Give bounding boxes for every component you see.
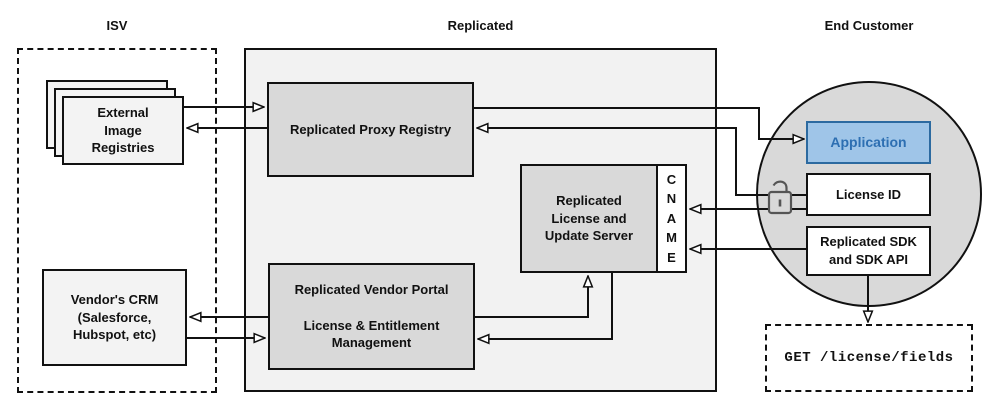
node-label-line: Replicated [556, 193, 622, 209]
node-label-line: License ID [835, 186, 902, 202]
edge-license-id-to-proxy [477, 128, 768, 196]
cname-letter: A [666, 210, 677, 226]
cname-letter: E [667, 249, 676, 265]
node-external-image-registries: External Image Registries [62, 96, 184, 165]
node-label-line: Registries [91, 140, 155, 156]
node-replicated-proxy-registry: Replicated Proxy Registry [267, 82, 474, 177]
section-label-end-customer: End Customer [824, 18, 914, 33]
cname-letter: C [666, 171, 677, 187]
node-license-id: License ID [806, 173, 931, 216]
node-label-line: Replicated Proxy Registry [289, 121, 452, 137]
node-label-line: External [97, 105, 149, 121]
node-label-line: (Salesforce, [77, 309, 152, 325]
node-label-line: Update Server [544, 228, 634, 244]
section-label-isv: ISV [106, 18, 128, 33]
node-label-line: Management [331, 335, 412, 351]
node-label-line: License & Entitlement [303, 317, 440, 333]
node-replicated-sdk: Replicated SDK and SDK API [806, 226, 931, 276]
get-license-fields-box: GET /license/fields [765, 324, 973, 392]
get-license-fields-label: GET /license/fields [784, 350, 954, 366]
node-replicated-vendor-portal: Replicated Vendor Portal License & Entit… [268, 263, 475, 370]
edge-update-server-to-portal [478, 273, 613, 339]
node-vendors-crm: Vendor's CRM (Salesforce, Hubspot, etc) [42, 269, 187, 366]
node-cname-strip: C N A M E [656, 164, 687, 273]
cname-letter: M [666, 230, 677, 246]
node-label-line: Replicated Vendor Portal [294, 282, 449, 298]
node-label-line: Application [830, 134, 907, 151]
node-application: Application [806, 121, 931, 164]
section-label-replicated: Replicated [447, 18, 514, 33]
node-label-line: License and [551, 210, 627, 226]
node-label-line: Hubspot, etc) [72, 327, 157, 343]
isv-boundary-box [17, 48, 217, 393]
node-label-line: and SDK API [829, 252, 908, 267]
node-label-line: Replicated SDK [820, 234, 917, 250]
node-label-line: Vendor's CRM [70, 292, 159, 308]
cname-letter: N [666, 191, 677, 207]
node-label-line: Image [104, 122, 142, 138]
node-replicated-license-update-server: Replicated License and Update Server [520, 164, 658, 273]
edge-portal-to-update-server [475, 276, 588, 318]
open-padlock-icon [767, 180, 793, 215]
edge-proxy-to-application [474, 107, 804, 139]
